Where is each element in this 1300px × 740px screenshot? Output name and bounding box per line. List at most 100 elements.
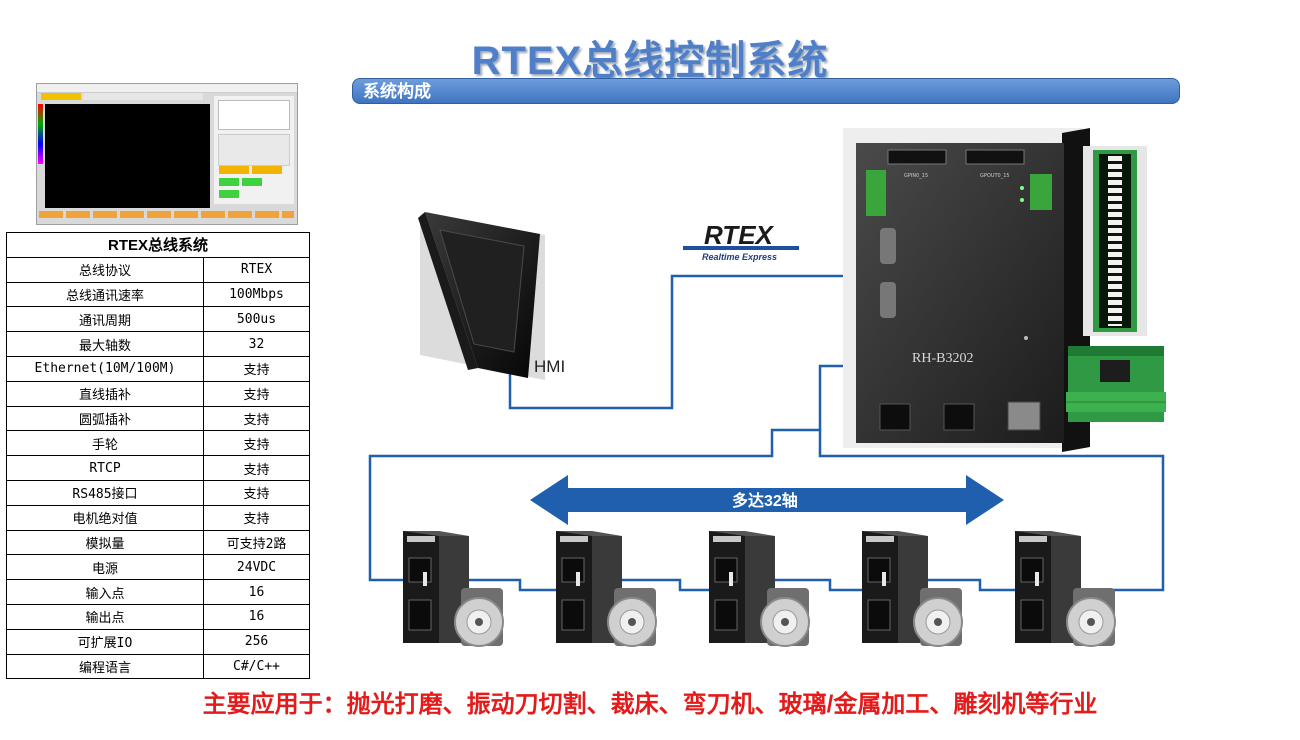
rtex-logo-text: RTEX	[704, 220, 775, 250]
servo-motor-shaft	[628, 618, 636, 626]
spec-key: 可扩展IO	[6, 628, 204, 655]
hmi-label: HMI	[534, 357, 565, 376]
servo-unit	[709, 531, 810, 647]
spec-value: 可支持2路	[203, 529, 310, 556]
spec-key: 通讯周期	[6, 306, 204, 333]
svg-text:GPIN0_15: GPIN0_15	[904, 173, 928, 179]
spec-value: 500us	[203, 306, 310, 333]
servo-connector	[408, 557, 432, 583]
spec-key: Ethernet(10M/100M)	[6, 355, 204, 382]
servo-drive-label	[866, 536, 894, 542]
servo-connector	[1020, 557, 1044, 583]
spec-value: 16	[203, 579, 310, 605]
rtex-port-1	[879, 403, 911, 431]
spec-value: 支持	[203, 430, 310, 457]
terminal-block-right	[1030, 174, 1052, 210]
thumbnail-tab-bar	[83, 93, 203, 100]
servo-cable-marker	[729, 572, 733, 586]
spec-key: 模拟量	[6, 529, 204, 556]
section-header-bar: 系统构成	[352, 78, 1180, 104]
gpin-connector	[887, 149, 947, 165]
thumbnail-plot-area	[45, 104, 210, 208]
servo-drive-label	[1019, 536, 1047, 542]
table-row: 圆弧插补支持	[6, 405, 310, 432]
expansion-port	[880, 282, 896, 318]
thumbnail-titlebar	[37, 84, 297, 93]
spec-value: 支持	[203, 355, 310, 382]
spec-value: C#/C++	[203, 653, 310, 680]
spec-key: 直线插补	[6, 380, 204, 407]
thumbnail-right-panel	[214, 96, 294, 204]
servo-drive-label	[560, 536, 588, 542]
servo-cable-marker	[882, 572, 886, 586]
servo-motor-shaft	[1087, 618, 1095, 626]
servo-drive-label	[407, 536, 435, 542]
servo-group	[403, 531, 1116, 647]
spec-key: 圆弧插补	[6, 405, 204, 432]
rtex-port-2	[943, 403, 975, 431]
servo-connector	[561, 599, 585, 631]
axes-arrow	[530, 475, 1004, 525]
svg-text:GPOUT0_15: GPOUT0_15	[980, 173, 1010, 179]
io-terminal-board	[1066, 346, 1166, 422]
section-label: 系统构成	[363, 82, 431, 101]
table-row: 模拟量可支持2路	[6, 529, 310, 556]
spec-key: 总线协议	[6, 256, 204, 283]
servo-connector	[1020, 599, 1044, 631]
spec-value: 支持	[203, 504, 310, 531]
spec-value: 32	[203, 331, 310, 357]
spec-value: 24VDC	[203, 554, 310, 581]
spec-key: 编程语言	[6, 653, 204, 680]
controller-to-servo-left-line	[368, 364, 852, 582]
spec-key: 输出点	[6, 603, 204, 630]
gpout-connector	[965, 149, 1025, 165]
spec-key: 电机绝对值	[6, 504, 204, 531]
table-row: 电机绝对值支持	[6, 504, 310, 531]
servo-unit	[556, 531, 657, 647]
io-relay-board	[1083, 146, 1147, 336]
rtex-logo-subtitle: Realtime Express	[702, 252, 777, 262]
application-note: 主要应用于：抛光打磨、振动刀切割、裁床、弯刀机、玻璃/金属加工、雕刻机等行业	[202, 691, 1098, 718]
servo-cable-marker	[423, 572, 427, 586]
controller-model-label: RH-B3202	[912, 351, 973, 366]
spec-value: RTEX	[203, 256, 310, 283]
servo-unit	[862, 531, 963, 647]
table-row: Ethernet(10M/100M)支持	[6, 355, 310, 382]
software-screenshot-thumbnail	[36, 83, 298, 225]
spec-value: 16	[203, 603, 310, 630]
servo-connector	[714, 599, 738, 631]
thumbnail-bottom-buttons	[39, 211, 294, 218]
hmi-device	[418, 212, 545, 380]
rtex-logo: RTEX Realtime Express	[683, 220, 799, 262]
servo-unit	[1015, 531, 1116, 647]
spec-key: 电源	[6, 554, 204, 581]
servo-drive-label	[713, 536, 741, 542]
page-title: RTEX总线控制系统	[471, 39, 829, 83]
servo-connector	[867, 599, 891, 631]
servo-unit	[403, 531, 504, 647]
terminal-block-left	[866, 170, 886, 216]
servo-motor-shaft	[475, 618, 483, 626]
servo-connector	[714, 557, 738, 583]
spec-value: 256	[203, 628, 310, 655]
controller-unit: GPIN0_15 GPOUT0_15 RH-B3202	[843, 128, 1090, 452]
servo-motor-shaft	[781, 618, 789, 626]
spec-key: 输入点	[6, 579, 204, 605]
spec-value: 支持	[203, 405, 310, 432]
controller-to-servo-right-line	[818, 430, 1165, 592]
servo-cable-marker	[576, 572, 580, 586]
spec-value: 100Mbps	[203, 281, 310, 308]
spec-key: RS485接口	[6, 479, 204, 506]
servo-motor-shaft	[934, 618, 942, 626]
servo-cable-marker	[1035, 572, 1039, 586]
thumbnail-tool-strip	[38, 104, 43, 164]
